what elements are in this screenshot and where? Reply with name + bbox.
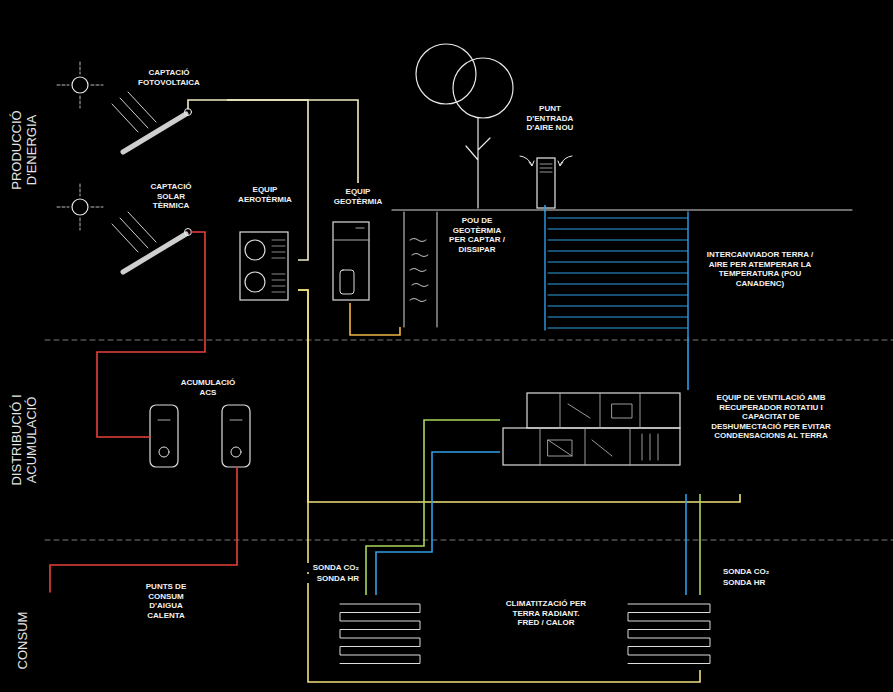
sun-symbol bbox=[72, 77, 88, 93]
ventilation-details bbox=[540, 393, 658, 465]
section-divider bbox=[45, 340, 893, 540]
sun-rays bbox=[57, 62, 103, 108]
equipment-node: EQUIP AEROTÈRMIA bbox=[232, 181, 298, 303]
pipe-connector bbox=[366, 420, 500, 595]
pipe-connector bbox=[544, 205, 546, 212]
sun-rays bbox=[57, 184, 103, 230]
section-title: CONSUM bbox=[15, 600, 30, 680]
node-label: EQUIP DE VENTILACIÓ AMB RECUPERADOR ROTA… bbox=[710, 393, 832, 441]
pipe-connector bbox=[376, 452, 500, 595]
radiation-lines bbox=[112, 92, 156, 252]
node-label: PUNTS DE CONSUM D'AIGUA CALENTA bbox=[135, 582, 197, 620]
radiant-floor-pipe bbox=[340, 604, 420, 664]
pipe-connector bbox=[97, 278, 205, 437]
tank-marks bbox=[158, 420, 242, 421]
tree bbox=[416, 44, 476, 104]
air-intake-tower bbox=[537, 158, 555, 208]
fan bbox=[245, 240, 265, 260]
thermal-stub bbox=[191, 232, 205, 278]
dhw-tank bbox=[222, 405, 250, 467]
equipment-node: CAPTACIÓ SOLAR TÈRMICA bbox=[115, 178, 227, 278]
node-label: ACUMULACIÓ ACS bbox=[172, 378, 244, 397]
fan-fins bbox=[272, 240, 285, 292]
section-title: PRODUCCIÓ D'ENERGIA bbox=[9, 100, 39, 200]
node-label: EQUIP GEOTÈRMIA bbox=[328, 187, 388, 206]
node-label: EQUIP AEROTÈRMIA bbox=[235, 185, 295, 204]
pv-panel bbox=[123, 114, 186, 152]
earth-air-duct bbox=[545, 212, 688, 337]
pipe-connector bbox=[350, 303, 400, 335]
fan bbox=[245, 272, 265, 292]
node-label: POU DE GEOTÈRMIA PER CAPTAR / DISSIPAR bbox=[444, 216, 510, 254]
node-label: CLIMATITZACIÓ PER TERRA RADIANT. FRED / … bbox=[504, 599, 588, 628]
equipment-node: PUNTS DE CONSUM D'AIGUA CALENTA bbox=[40, 570, 220, 640]
ground-line bbox=[392, 209, 852, 210]
ventilation-unit bbox=[527, 393, 680, 428]
sensor-label: SONDA HR bbox=[294, 574, 360, 583]
equipment-node: CLIMATITZACIÓ PER TERRA RADIANT. FRED / … bbox=[335, 595, 715, 670]
equipment-node: EQUIP DE VENTILACIÓ AMB RECUPERADOR ROTA… bbox=[500, 390, 845, 494]
sensor-label: SONDA CO₂ bbox=[294, 563, 360, 572]
equipment-node: PUNT D'ENTRADA D'AIRE NOU bbox=[514, 100, 586, 205]
section-title: DISTRIBUCIÓ I ACUMULACIÓ bbox=[9, 388, 39, 492]
pipe-connector bbox=[298, 290, 740, 502]
equipment-node: ACUMULACIÓ ACS bbox=[145, 375, 257, 475]
node-label: PUNT D'ENTRADA D'AIRE NOU bbox=[518, 104, 582, 133]
sun-symbol bbox=[72, 199, 88, 215]
node-label: CAPTACIÓ FOTOVOLTAICA bbox=[128, 68, 210, 87]
equipment-node: INTERCANVIADOR TERRA / AIRE PER ATEMPERA… bbox=[540, 212, 825, 337]
sensor-label: SONDA HR bbox=[722, 578, 794, 587]
pipe-connector bbox=[685, 494, 687, 595]
pipe-connector bbox=[227, 100, 358, 183]
geothermal-unit bbox=[333, 222, 369, 300]
air-arrows bbox=[520, 156, 572, 166]
thermal-panel bbox=[123, 234, 186, 272]
ventilation-unit bbox=[503, 428, 680, 465]
pv-stub bbox=[188, 100, 227, 109]
sensor-label: SONDA CO₂ bbox=[722, 567, 794, 576]
earth-air-loops bbox=[548, 218, 688, 328]
tree bbox=[453, 58, 513, 118]
equipment-node: EQUIP GEOTÈRMIA bbox=[326, 183, 391, 303]
air-intake-grille bbox=[540, 164, 552, 172]
tank-gauge bbox=[159, 447, 169, 457]
node-label: CAPTACIÓ SOLAR TÈRMICA bbox=[140, 182, 202, 211]
well-walls bbox=[404, 212, 437, 327]
dhw-tank bbox=[150, 405, 178, 467]
pipe-connector bbox=[687, 337, 689, 390]
equipment-node: CAPTACIÓ FOTOVOLTAICA bbox=[115, 62, 227, 162]
node-label: INTERCANVIADOR TERRA / AIRE PER ATEMPERA… bbox=[700, 250, 820, 288]
pipe-connector bbox=[227, 100, 308, 260]
red-stub bbox=[50, 437, 237, 592]
tank-gauge bbox=[231, 447, 241, 457]
geothermal-tank bbox=[340, 270, 354, 294]
pipe-connector bbox=[50, 475, 237, 570]
tree-trunk bbox=[466, 118, 490, 208]
heat-flow-arrows bbox=[410, 239, 428, 302]
radiant-floor-pipe bbox=[628, 604, 710, 664]
pipe-connector bbox=[699, 494, 701, 595]
equipment-node: POU DE GEOTÈRMIA PER CAPTAR / DISSIPAR bbox=[390, 205, 514, 327]
heat-pump-unit bbox=[240, 232, 288, 300]
pipe-connector bbox=[298, 290, 700, 682]
geothermal-panel bbox=[333, 228, 369, 240]
